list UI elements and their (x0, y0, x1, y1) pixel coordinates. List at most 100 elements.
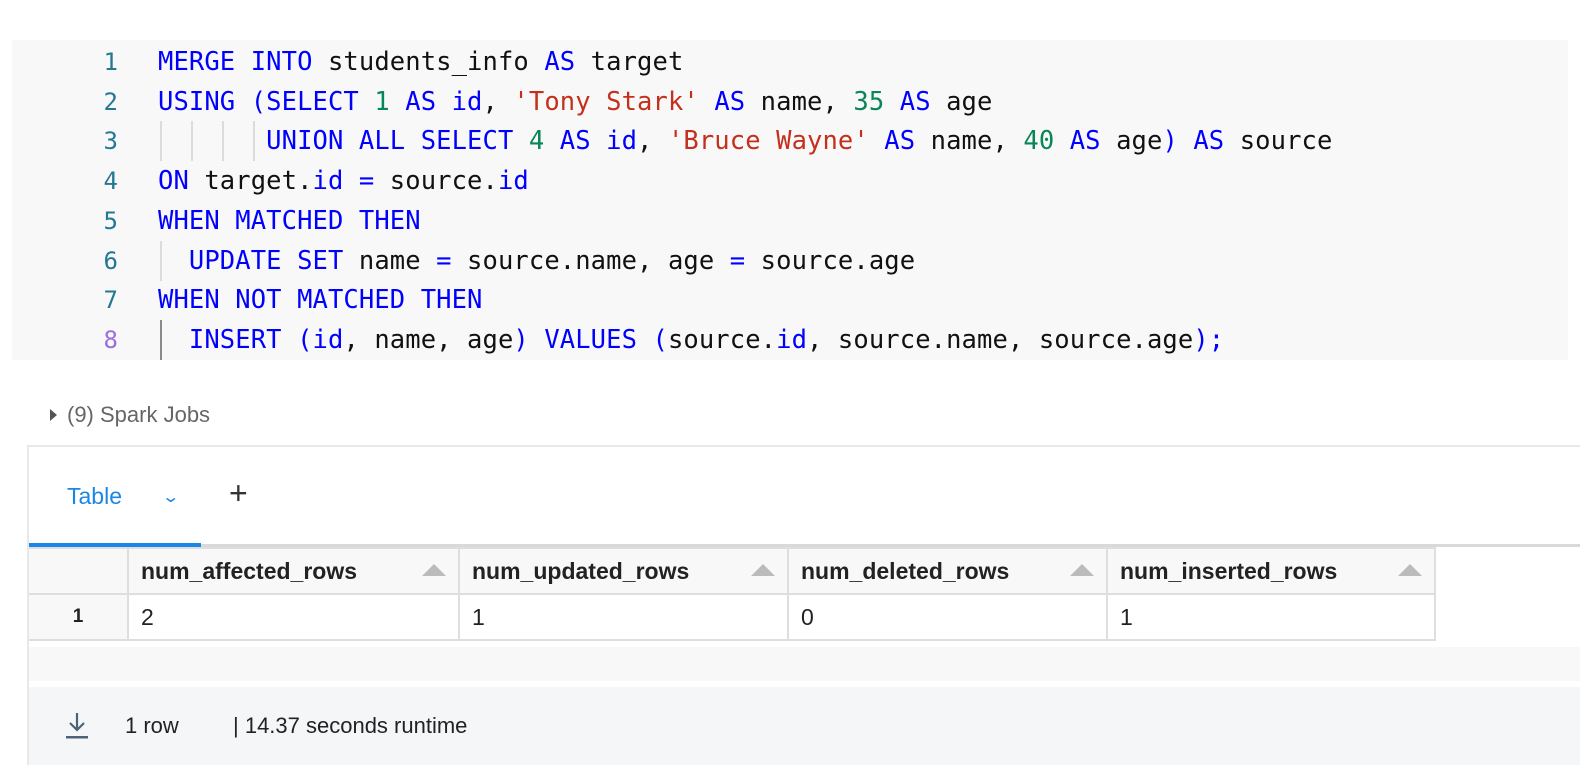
code-token (513, 126, 528, 156)
code-token: = (436, 245, 452, 276)
line-number: 7 (103, 286, 118, 315)
code-token (591, 126, 606, 156)
line-number: 2 (103, 87, 118, 116)
download-icon[interactable] (63, 709, 91, 741)
code-token: , (482, 86, 514, 117)
indent-guide (160, 319, 162, 360)
code-token: AS (899, 86, 931, 117)
results-table: num_affected_rows num_updated_rows num_d… (29, 547, 1436, 641)
code-token (869, 126, 884, 156)
indent-guide (160, 240, 162, 281)
code-token: AS (405, 86, 437, 117)
code-token: MERGE INTO (158, 47, 313, 77)
column-name: num_inserted_rows (1120, 557, 1338, 584)
code-token: , name, age (343, 324, 514, 355)
sort-icon[interactable] (751, 563, 775, 576)
code-token (1054, 126, 1069, 156)
code-token (359, 87, 374, 117)
code-text: USING (SELECT 1 AS id, 'Tony Stark' AS n… (158, 82, 992, 122)
code-token: ) (513, 324, 529, 355)
table-header-row: num_affected_rows num_updated_rows num_d… (29, 547, 1436, 595)
results-tab-bar: Table ⌄ + (29, 447, 1580, 547)
code-token: ( (652, 324, 668, 355)
code-token: AS (1069, 126, 1101, 157)
line-number: 8 (103, 325, 118, 354)
caret-right-icon (50, 409, 57, 421)
code-token: id (776, 324, 808, 355)
table-cell[interactable]: 0 (787, 593, 1108, 641)
column-header[interactable]: num_inserted_rows (1106, 547, 1436, 595)
code-text: INSERT (id, name, age) VALUES (source.id… (158, 320, 1224, 360)
table-cell[interactable]: 1 (1106, 593, 1436, 641)
code-token: ( (297, 324, 313, 355)
code-token: = (729, 245, 746, 276)
code-token (699, 87, 714, 117)
code-line[interactable]: 2 USING (SELECT 1 AS id, 'Tony Stark' AS … (12, 82, 1568, 122)
code-text: UPDATE SET name = source.name, age = sou… (158, 241, 915, 281)
table-empty-area (29, 647, 1580, 681)
code-line[interactable]: 8 INSERT (id, name, age) VALUES (source.… (12, 319, 1568, 360)
code-token (1178, 126, 1193, 156)
code-token: INSERT (188, 324, 282, 355)
indent-guide (191, 121, 193, 162)
results-footer: 1 row | 14.37 seconds runtime (29, 687, 1580, 765)
table-cell[interactable]: 1 (458, 593, 789, 641)
code-line[interactable]: 3 UNION ALL SELECT 4 AS id, 'Bruce Wayne… (12, 121, 1568, 162)
code-token (637, 325, 652, 355)
code-token: = (358, 166, 375, 197)
sort-icon[interactable] (1398, 563, 1422, 576)
code-token: 'Tony Stark' (513, 86, 699, 117)
table-cell[interactable]: 2 (127, 593, 460, 641)
code-token: SELECT (266, 86, 359, 117)
code-text: ON target.id = source.id (158, 161, 529, 201)
table-row: 1 2 1 0 1 (29, 593, 1436, 641)
sort-icon[interactable] (1070, 563, 1094, 576)
chevron-down-icon[interactable]: ⌄ (161, 489, 181, 506)
code-token (343, 166, 358, 196)
code-token (544, 126, 559, 156)
spark-jobs-toggle[interactable]: (9) Spark Jobs (50, 402, 210, 428)
code-line[interactable]: 7 WHEN NOT MATCHED THEN (12, 280, 1568, 320)
code-token: ) (1193, 324, 1209, 355)
indent-guide (253, 121, 255, 162)
code-token: UNION ALL SELECT (266, 126, 514, 157)
code-token: target. (188, 166, 313, 197)
code-token: AS (544, 47, 576, 77)
add-visualization-button[interactable]: + (229, 475, 248, 511)
column-header[interactable]: num_updated_rows (458, 547, 789, 595)
code-token: source. (667, 324, 777, 355)
code-token: , source.name, source.age (807, 324, 1194, 355)
column-name: num_affected_rows (141, 557, 358, 584)
code-token: students_info (312, 47, 545, 77)
code-token: UPDATE SET (188, 245, 344, 276)
code-token: ) (1162, 126, 1178, 157)
code-token: name, (915, 126, 1024, 157)
code-token: source (1224, 126, 1333, 157)
line-number: 6 (103, 246, 118, 275)
code-token: 1 (374, 86, 390, 117)
tab-table[interactable]: Table ⌄ (29, 447, 201, 547)
code-token: name, (745, 86, 854, 117)
code-token: AS (1193, 126, 1225, 157)
code-token: AS (714, 86, 746, 117)
runtime: | 14.37 seconds runtime (233, 713, 468, 738)
code-token (436, 87, 451, 117)
code-token: id (606, 126, 638, 157)
row-count: 1 row (125, 713, 179, 738)
spark-jobs-label: (9) Spark Jobs (67, 402, 211, 427)
code-token: VALUES (544, 324, 638, 355)
code-token (158, 325, 189, 355)
code-token (158, 126, 266, 156)
code-token: WHEN NOT MATCHED THEN (158, 285, 483, 316)
code-token: target (575, 47, 684, 77)
line-number: 3 (103, 127, 118, 156)
column-header[interactable]: num_affected_rows (127, 547, 460, 595)
column-name: num_updated_rows (472, 557, 690, 584)
column-header[interactable]: num_deleted_rows (787, 547, 1108, 595)
sort-icon[interactable] (422, 563, 446, 576)
code-line[interactable]: 6 UPDATE SET name = source.name, age = s… (12, 240, 1568, 281)
